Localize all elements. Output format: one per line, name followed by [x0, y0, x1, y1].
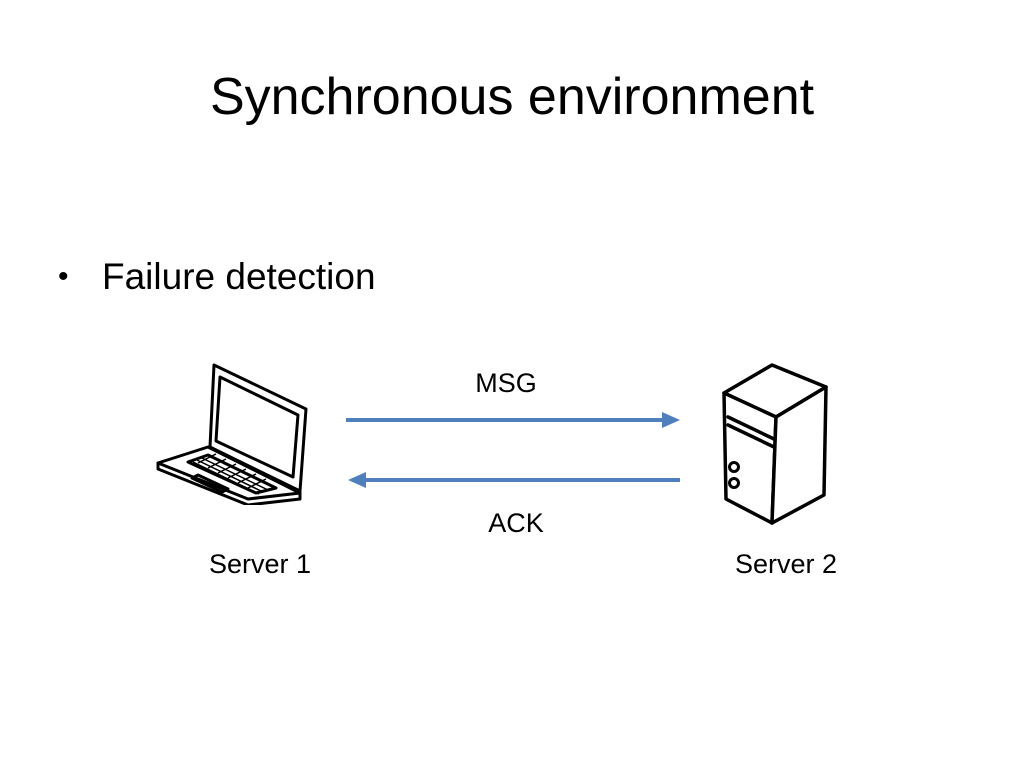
laptop-icon [156, 363, 308, 505]
ack-arrow [348, 472, 680, 488]
msg-label: MSG [475, 368, 537, 398]
msg-arrow [346, 412, 680, 428]
server-tower-icon [722, 363, 828, 525]
bullet-text: Failure detection [102, 256, 376, 297]
slide-title: Synchronous environment [209, 68, 815, 126]
bullet-marker: • [58, 260, 69, 293]
server1-label: Server 1 [208, 549, 312, 579]
bullet-item: • Failure detection [58, 253, 376, 301]
ack-label: ACK [488, 508, 544, 538]
server2-label: Server 2 [734, 549, 838, 579]
